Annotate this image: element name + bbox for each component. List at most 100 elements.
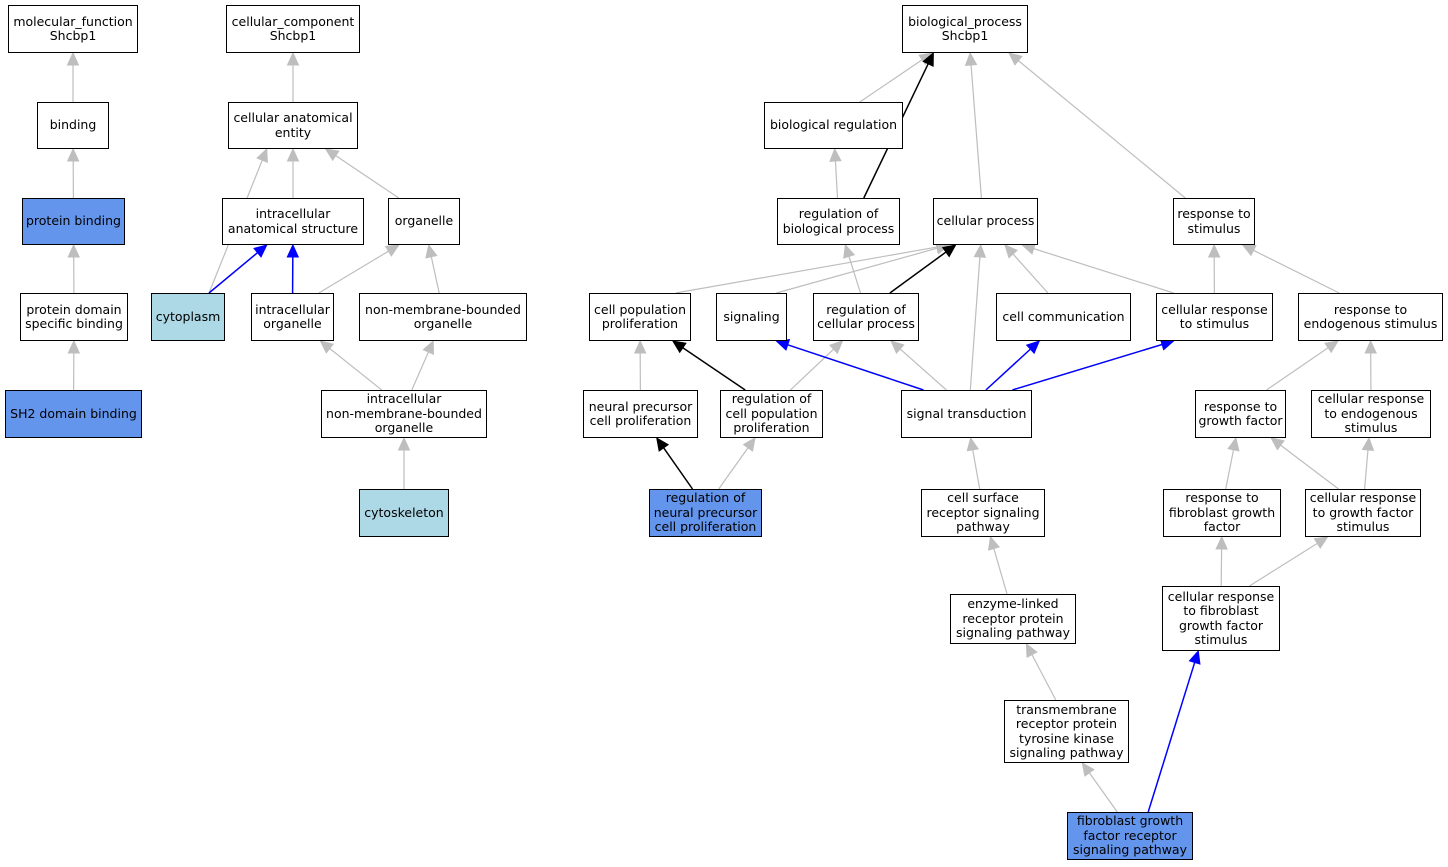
term-node-trptk[interactable]: transmembrane receptor protein tyrosine … [1004,700,1129,763]
term-node-cae[interactable]: cellular anatomical entity [228,102,358,149]
term-node-binding[interactable]: binding [37,102,109,149]
edge-is_a-breg-to-bp [859,59,923,103]
edge-is_a-st-to-rcp [899,348,947,391]
edge-arrowhead-crs-to-rts [1207,243,1221,258]
edge-arrowhead-rnpcp-to-rcpp [742,437,756,452]
edge-is_a-io-to-org [318,250,389,294]
edge-arrowhead-cytosk-to-inmbo [397,436,411,451]
term-node-pb[interactable]: protein binding [22,198,125,245]
edge-arrowhead-crfgfs-to-rfgf [1215,535,1228,550]
edge-is_a-rnpcp-to-rcpp [718,447,749,490]
edge-part_of-fgfr-to-crfgfs [1147,662,1196,813]
term-node-cres[interactable]: cellular response to endogenous stimulus [1311,390,1431,438]
edge-is_a-crfgfs-to-crgfs [1249,542,1318,587]
edge-is_a-inmbo-to-nmbo [411,351,429,391]
edge-part_of-st-to-crs [1012,343,1163,391]
edge-arrowhead-rcpp-to-rcp [828,340,844,355]
edge-is_a-elrp-to-csrsp [993,548,1008,595]
edge-is_a-fgfr-to-trptk [1088,772,1118,813]
edge-arrowhead-nmbo-to-org [425,243,438,259]
edge-is_a-ccomm-to-cp [1012,253,1049,294]
term-node-sig[interactable]: signaling [716,293,787,341]
edge-arrowhead-cp-to-bp [964,51,978,66]
edge-arrowhead-st-to-ccomm [1025,340,1041,355]
edge-arrowhead-rts-to-bp [1008,52,1023,66]
term-node-cytosk[interactable]: cytoskeleton [359,489,449,537]
term-node-crs[interactable]: cellular response to stimulus [1156,293,1273,341]
term-node-nmbo[interactable]: non-membrane-bounded organelle [359,293,527,341]
edge-is_a-org-to-cae [335,155,400,199]
edge-is_a-rcp-to-rbp [848,256,862,294]
edge-arrowhead-cyto-to-cae [256,147,268,163]
term-node-crgfs[interactable]: cellular response to growth factor stimu… [1305,489,1421,537]
edge-regulates-rcp-to-cp [889,251,947,294]
edge-is_a-st-to-cp [969,256,981,391]
edge-arrowhead-crfgfs-to-crgfs [1313,536,1329,549]
edge-arrowhead-cres-to-res [1364,339,1377,354]
edge-arrowhead-csrsp-to-st [966,436,979,452]
edge-is_a-trptk-to-elrp [1031,654,1057,701]
edge-arrowhead-inmbo-to-io [319,340,335,354]
edge-arrowhead-rbp-to-breg [829,147,842,162]
term-node-npcp[interactable]: neural precursor cell proliferation [583,390,698,438]
term-node-cp[interactable]: cellular process [933,198,1038,245]
edge-is_a-cpp-to-cp [675,246,938,294]
edge-arrowhead-pdsb-to-pb [67,243,80,258]
edge-arrowhead-rbp-to-bp [922,51,934,67]
term-node-ccomm[interactable]: cell communication [996,293,1131,341]
edge-is_a-rfgf-to-rgf [1225,449,1235,490]
edge-is_a-inmbo-to-io [329,348,383,391]
term-node-rgf[interactable]: response to growth factor [1195,390,1286,438]
edge-arrowhead-crgfs-to-rgf [1270,437,1285,451]
term-node-rcpp[interactable]: regulation of cell population proliferat… [720,390,823,438]
term-node-res[interactable]: response to endogenous stimulus [1298,293,1443,341]
edge-is_a-crgfs-to-rgf [1280,444,1339,490]
edge-arrowhead-rnpcp-to-npcp [656,437,670,452]
term-node-cpp[interactable]: cell population proliferation [589,293,691,341]
edge-arrowhead-st-to-cp [973,243,987,258]
edge-arrowhead-inmbo-to-nmbo [422,339,434,355]
edge-arrowhead-sh2-to-pdsb [67,339,81,354]
term-node-st[interactable]: signal transduction [901,390,1032,438]
term-node-cc[interactable]: cellular_component Shcbp1 [226,5,360,53]
edge-part_of-st-to-sig [787,344,924,391]
edge-arrowhead-ias-to-cae [286,147,300,162]
term-node-rfgf[interactable]: response to fibroblast growth factor [1163,489,1281,537]
edge-arrowhead-rcp-to-rbp [843,243,856,259]
edge-arrowhead-fgfr-to-crfgfs [1188,649,1201,665]
term-node-sh2[interactable]: SH2 domain binding [5,390,142,438]
edge-is_a-nmbo-to-org [430,256,440,294]
term-node-elrp[interactable]: enzyme-linked receptor protein signaling… [950,594,1076,644]
edge-arrowhead-cyto-to-ias [253,244,268,258]
edge-is_a-rts-to-bp [1017,60,1186,199]
edge-arrowhead-rgf-to-res [1324,340,1339,354]
term-node-org[interactable]: organelle [388,198,460,245]
edge-arrowhead-rfgf-to-rgf [1227,436,1240,452]
term-node-inmbo[interactable]: intracellular non-membrane-bounded organ… [321,390,487,438]
term-node-rbp[interactable]: regulation of biological process [777,198,900,245]
edge-part_of-st-to-ccomm [985,348,1031,391]
edge-arrowhead-st-to-sig [775,338,791,351]
edge-arrowhead-st-to-rcp [890,340,905,354]
edge-is_a-sig-to-cp [776,247,938,294]
edge-arrowhead-rcp-to-cp [941,244,957,258]
edge-arrowhead-binding-to-mf [66,51,80,66]
term-node-fgfr[interactable]: fibroblast growth factor receptor signal… [1067,812,1193,860]
edge-arrowhead-io-to-ias [286,243,300,258]
term-node-rts[interactable]: response to stimulus [1173,198,1255,245]
edge-arrowhead-trptk-to-elrp [1025,642,1038,658]
term-node-breg[interactable]: biological regulation [764,102,903,149]
term-node-io[interactable]: intracellular organelle [251,293,334,341]
term-node-mf[interactable]: molecular_function Shcbp1 [8,5,138,53]
term-node-csrsp[interactable]: cell surface receptor signaling pathway [921,489,1045,537]
edge-is_a-crs-to-cp [1033,248,1174,294]
term-node-rnpcp[interactable]: regulation of neural precursor cell prol… [649,489,762,537]
term-node-pdsb[interactable]: protein domain specific binding [20,293,128,341]
term-node-cyto[interactable]: cytoplasm [151,293,225,341]
term-node-bp[interactable]: biological_process Shcbp1 [902,5,1028,53]
edge-is_a-cp-to-bp [970,64,982,199]
term-node-crfgfs[interactable]: cellular response to fibroblast growth f… [1162,586,1280,651]
term-node-ias[interactable]: intracellular anatomical structure [222,198,364,245]
term-node-rcp[interactable]: regulation of cellular process [813,293,919,341]
